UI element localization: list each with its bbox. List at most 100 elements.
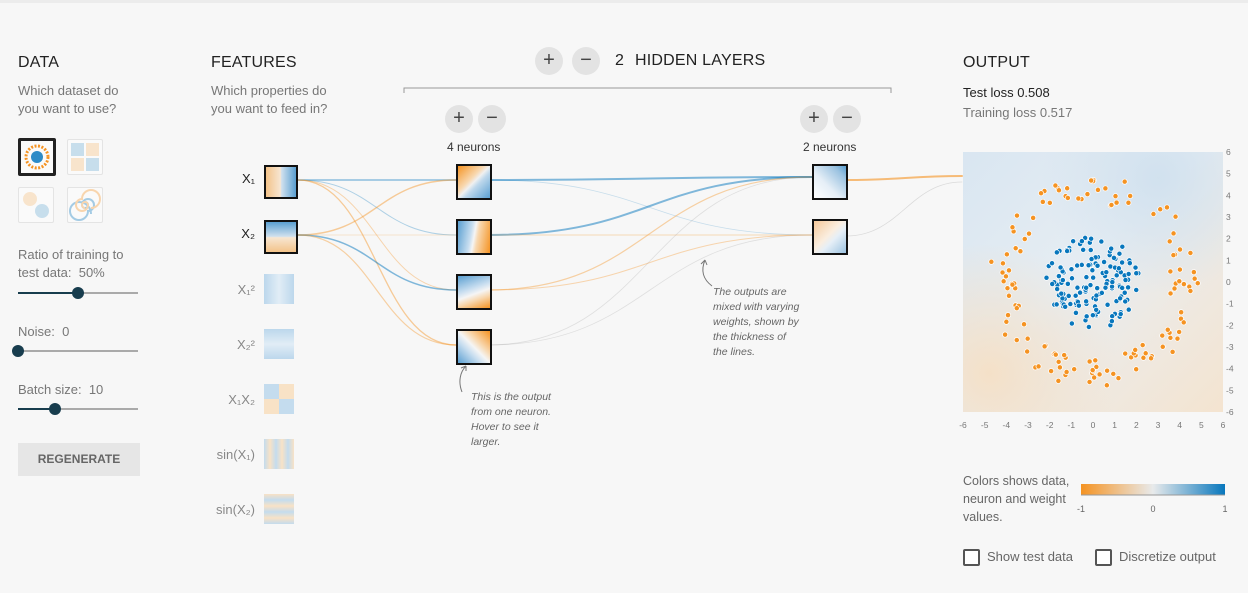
data-point [1176,328,1183,335]
data-point [1167,290,1174,297]
data-point [1174,335,1181,342]
data-point [1119,243,1126,250]
discretize-output-label[interactable]: Discretize output [1119,549,1216,564]
data-point [1078,238,1085,245]
dataset-spiral-icon [69,189,101,221]
data-title: DATA [18,54,60,71]
note2-line: weights, shown by [713,316,799,328]
link-n3-m1[interactable] [487,176,813,291]
legend-tick-mid: 0 [1150,504,1155,514]
feature-x2-squared-tile[interactable] [264,329,294,359]
data-point [1115,375,1122,382]
link-n2-m1[interactable] [487,176,813,236]
neuron-layer1-1[interactable] [456,164,492,200]
link-x1-n2[interactable] [297,179,457,236]
feature-x1x2-tile[interactable] [264,384,294,414]
color-scale-legend: -1 0 1 [1077,484,1228,514]
data-point [999,269,1006,276]
data-point [1117,311,1124,318]
data-point [1090,274,1097,281]
data-point [1058,290,1065,297]
noise-slider[interactable] [12,345,138,357]
data-point [1071,366,1078,373]
data-point [1030,214,1037,221]
neuron-layer1-3[interactable] [456,274,492,310]
ratio-slider[interactable] [18,287,138,299]
batch-slider[interactable] [18,403,138,415]
link-m1-out[interactable] [845,175,963,181]
remove-layer-button[interactable]: − [572,47,600,75]
dataset-spiral-thumbnail[interactable] [67,187,103,223]
ratio-slider-handle[interactable] [72,287,84,299]
show-test-data-checkbox[interactable] [963,549,980,566]
discretize-output-checkbox[interactable] [1095,549,1112,566]
data-point [1125,271,1132,277]
data-point [1133,270,1140,277]
top-bar [0,0,1248,3]
feature-sin-x1-tile[interactable] [264,439,294,469]
data-point [1024,348,1031,355]
link-m2-out[interactable] [845,181,963,237]
test-loss-label: Test loss [963,85,1014,100]
link-x1-n3[interactable] [297,179,457,291]
data-point [1083,284,1090,291]
noise-slider-handle[interactable] [12,345,24,357]
data-point [1005,312,1011,319]
data-point [1121,289,1128,296]
neuron-layer1-2[interactable] [456,219,492,255]
data-point [1092,357,1099,364]
data-point [1087,247,1094,254]
remove-neuron-layer2-button[interactable]: − [833,105,861,133]
neuron-layer2-2[interactable] [812,219,848,255]
x-tick-label: 4 [1177,420,1182,430]
data-point [1093,363,1100,370]
remove-neuron-layer1-button[interactable]: − [478,105,506,133]
link-n4-m2[interactable] [487,234,813,346]
data-point [1013,305,1020,312]
feature-x1-squared-tile[interactable] [264,274,294,304]
neuron-layer2-1[interactable] [812,164,848,200]
x-tick-label: 0 [1091,420,1096,430]
show-test-data-label[interactable]: Show test data [987,549,1073,564]
y-tick-label: -5 [1226,385,1234,395]
link-x2-n1[interactable] [297,179,457,236]
batch-slider-handle[interactable] [49,403,62,415]
y-tick-label: -3 [1226,342,1234,352]
data-point [1065,292,1072,299]
link-x2-n3[interactable] [297,234,457,291]
dataset-gaussian-thumbnail[interactable] [18,187,54,223]
add-layer-button[interactable]: + [535,47,563,75]
feature-x1-tile[interactable] [264,165,298,199]
dataset-circle-thumbnail[interactable] [18,138,56,176]
y-tick-label: 1 [1226,255,1231,265]
link-n1-m2[interactable] [487,179,813,236]
feature-x2-tile[interactable] [264,220,298,254]
link-n3-m2[interactable] [487,234,813,291]
data-point [1075,302,1082,309]
data-point [1148,355,1155,362]
y-tick-label: -1 [1226,299,1234,309]
y-tick-label: 5 [1226,169,1231,179]
ratio-value: 50% [78,265,105,280]
link-n1-m1[interactable] [487,176,813,181]
data-point [1017,248,1024,255]
x-tick-label: -4 [1003,420,1011,430]
data-points [988,177,1201,389]
add-neuron-layer2-button[interactable]: + [800,105,828,133]
note2-line: the thickness of [713,331,786,343]
link-x2-n4[interactable] [297,234,457,346]
regenerate-button[interactable]: REGENERATE [18,443,140,476]
link-n4-m1[interactable] [487,176,813,346]
data-point [1187,250,1194,256]
feature-label-x1x2: X₁X₂ [228,392,255,407]
feature-sin-x2-tile[interactable] [264,494,294,524]
data-point [1063,369,1070,375]
data-point [1024,335,1031,342]
dataset-xor-thumbnail[interactable] [67,139,103,175]
neuron-layer1-4[interactable] [456,329,492,365]
add-neuron-layer1-button[interactable]: + [445,105,473,133]
data-point [1111,254,1117,261]
data-point [1064,248,1071,254]
